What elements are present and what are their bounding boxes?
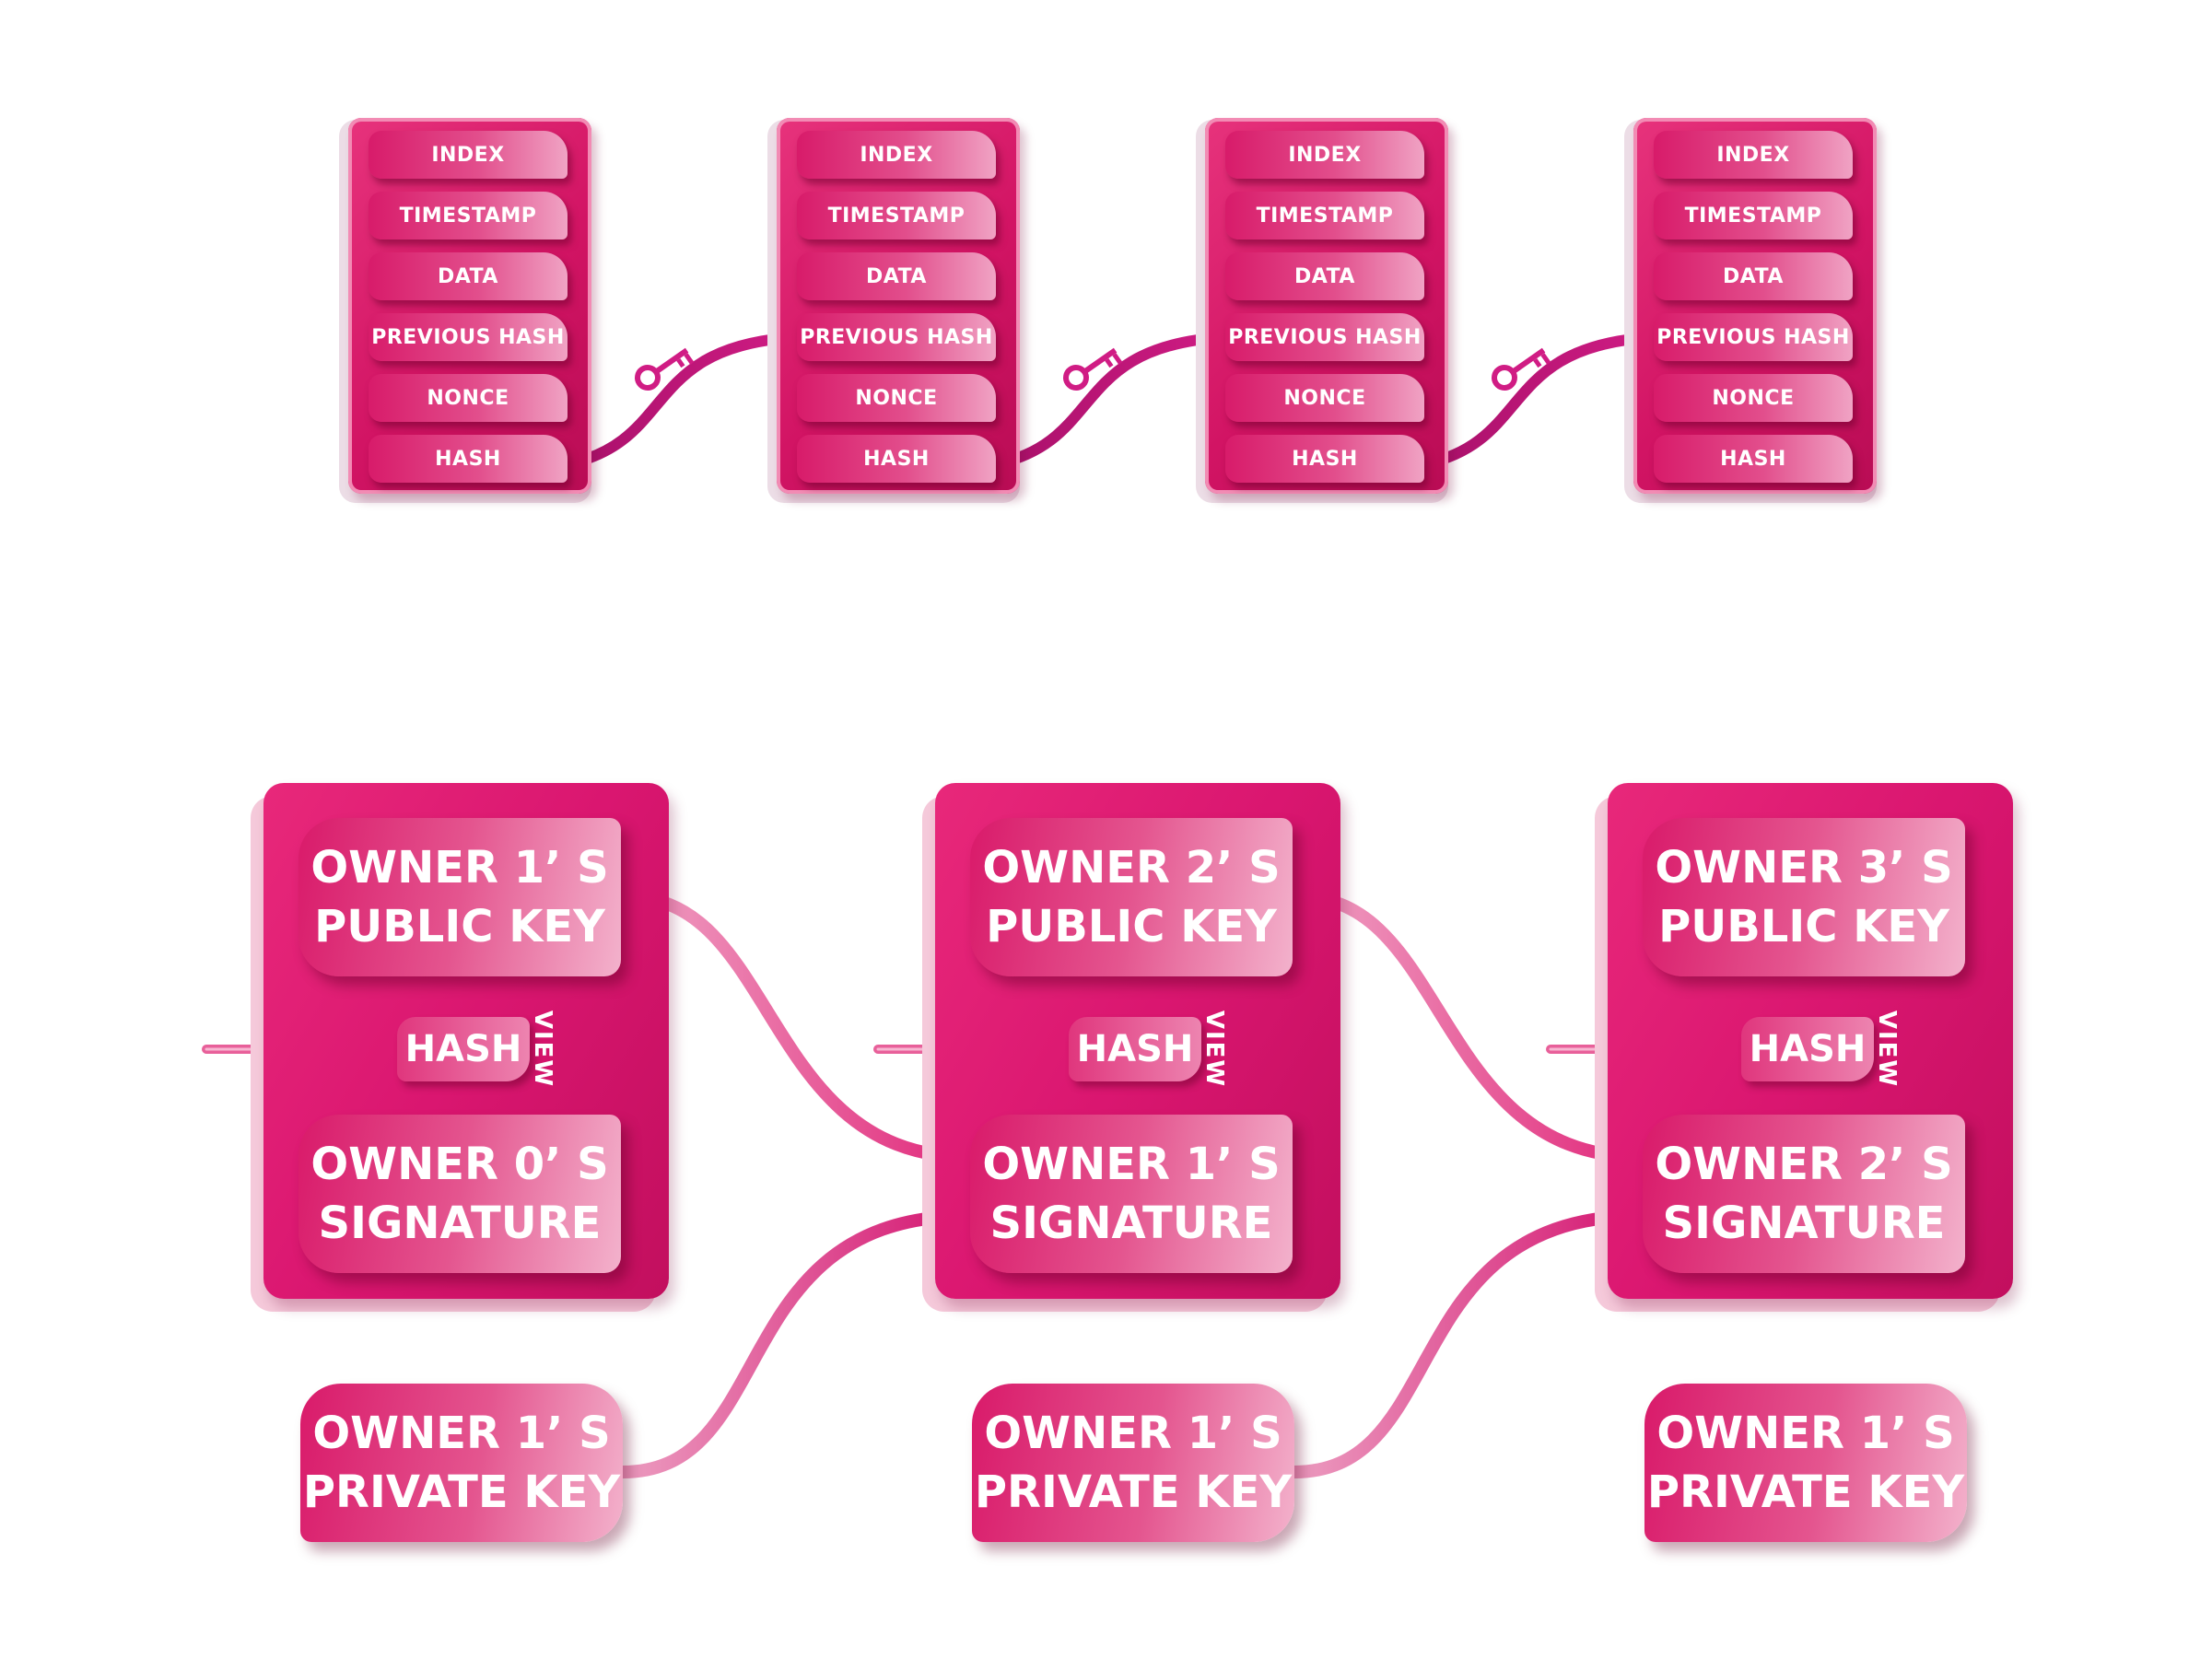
block-field-index: INDEX	[797, 131, 996, 179]
public-key-to-signature-link	[1286, 890, 1647, 1163]
block-link	[990, 332, 1231, 470]
block-field-timestamp: TIMESTAMP	[369, 192, 568, 240]
block-field-data: DATA	[797, 252, 996, 300]
block-field-timestamp: TIMESTAMP	[1225, 192, 1424, 240]
public-key-box-line-1: OWNER 2’ S	[982, 842, 1281, 894]
block-3: INDEX TIMESTAMP DATA PREVIOUS HASH NONCE HASH	[1205, 118, 1448, 494]
block-field-index: INDEX	[369, 131, 568, 179]
signature-box: OWNER 0’ S SIGNATURE	[298, 1115, 621, 1273]
hash-pill: HASH	[1741, 1017, 1874, 1081]
block-field-nonce: NONCE	[1654, 374, 1853, 422]
block-field-previous-hash: PREVIOUS HASH	[1654, 313, 1853, 361]
block-field-hash: HASH	[797, 435, 996, 483]
view-label: VIEW	[1873, 1010, 1901, 1089]
block-2: INDEX TIMESTAMP DATA PREVIOUS HASH NONCE HASH	[777, 118, 1020, 494]
public-key-box: OWNER 1’ S PUBLIC KEY	[298, 818, 621, 976]
private-key-box: OWNER 1’ S PRIVATE KEY	[300, 1384, 623, 1542]
block-field-timestamp: TIMESTAMP	[1654, 192, 1853, 240]
block-field-data: DATA	[1225, 252, 1424, 300]
block-4: INDEX TIMESTAMP DATA PREVIOUS HASH NONCE HASH	[1633, 118, 1877, 494]
signature-box: OWNER 2’ S SIGNATURE	[1643, 1115, 1965, 1273]
block-field-nonce: NONCE	[1225, 374, 1424, 422]
public-key-box-line-1: OWNER 3’ S	[1655, 842, 1953, 894]
key-icon	[1492, 347, 1551, 391]
public-key-to-signature-link	[614, 890, 975, 1163]
block-field-timestamp: TIMESTAMP	[797, 192, 996, 240]
public-key-box-line-2: PUBLIC KEY	[314, 901, 605, 952]
public-key-box-line-2: PUBLIC KEY	[986, 901, 1277, 952]
block-field-nonce: NONCE	[797, 374, 996, 422]
private-key-box-line-2: PRIVATE KEY	[1646, 1466, 1965, 1518]
private-key-box: OWNER 1’ S PRIVATE KEY	[1644, 1384, 1967, 1542]
block-field-index: INDEX	[1225, 131, 1424, 179]
hash-pill: HASH	[1069, 1017, 1201, 1081]
block-field-hash: HASH	[1654, 435, 1853, 483]
signature-box-line-2: SIGNATURE	[1662, 1198, 1946, 1249]
public-key-box: OWNER 3’ S PUBLIC KEY	[1643, 818, 1965, 976]
signature-box-line-1: OWNER 1’ S	[982, 1139, 1281, 1190]
private-key-to-signature-link	[1288, 1209, 1647, 1478]
hash-pill: HASH	[397, 1017, 530, 1081]
block-field-previous-hash: PREVIOUS HASH	[369, 313, 568, 361]
private-key-to-signature-link	[616, 1209, 975, 1478]
block-field-index: INDEX	[1654, 131, 1853, 179]
block-field-hash: HASH	[369, 435, 568, 483]
block-field-hash: HASH	[1225, 435, 1424, 483]
key-icon	[635, 347, 695, 391]
view-label: VIEW	[1200, 1010, 1228, 1089]
block-field-previous-hash: PREVIOUS HASH	[797, 313, 996, 361]
block-field-nonce: NONCE	[369, 374, 568, 422]
signature-box-line-1: OWNER 2’ S	[1655, 1139, 1953, 1190]
private-key-box-line-1: OWNER 1’ S	[1656, 1408, 1955, 1459]
key-icon	[1063, 347, 1123, 391]
block-1: INDEX TIMESTAMP DATA PREVIOUS HASH NONCE HASH	[348, 118, 591, 494]
block-field-data: DATA	[369, 252, 568, 300]
signature-box-line-2: SIGNATURE	[989, 1198, 1273, 1249]
private-key-box-line-1: OWNER 1’ S	[312, 1408, 611, 1459]
signature-box-line-1: OWNER 0’ S	[310, 1139, 609, 1190]
block-field-data: DATA	[1654, 252, 1853, 300]
private-key-box: OWNER 1’ S PRIVATE KEY	[972, 1384, 1294, 1542]
private-key-box-line-2: PRIVATE KEY	[974, 1466, 1293, 1518]
private-key-box-line-2: PRIVATE KEY	[302, 1466, 621, 1518]
block-field-previous-hash: PREVIOUS HASH	[1225, 313, 1424, 361]
public-key-box: OWNER 2’ S PUBLIC KEY	[970, 818, 1293, 976]
view-label: VIEW	[529, 1010, 556, 1089]
block-links	[562, 332, 1659, 470]
signature-box: OWNER 1’ S SIGNATURE	[970, 1115, 1293, 1273]
public-key-box-line-2: PUBLIC KEY	[1658, 901, 1949, 952]
signature-box-line-2: SIGNATURE	[318, 1198, 602, 1249]
public-key-box-line-1: OWNER 1’ S	[310, 842, 609, 894]
block-link	[562, 332, 802, 470]
block-link	[1419, 332, 1659, 470]
private-key-box-line-1: OWNER 1’ S	[984, 1408, 1282, 1459]
